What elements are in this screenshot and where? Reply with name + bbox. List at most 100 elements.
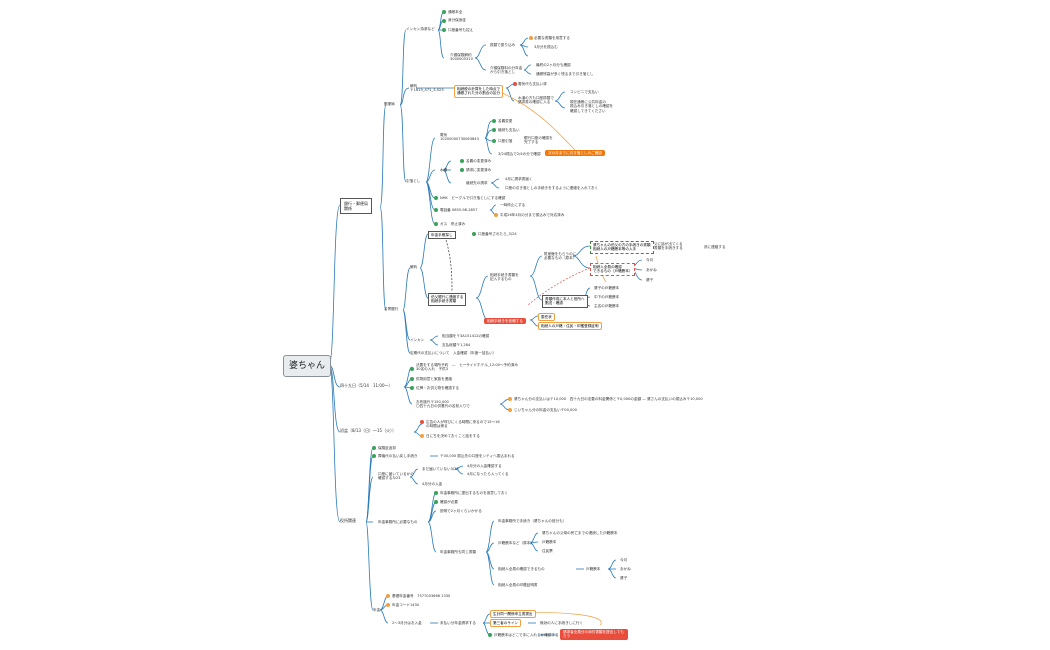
- nenkin-same[interactable]: 年金事務所も同じ書類: [440, 550, 476, 554]
- branch-bank[interactable]: 銀行・郵便局 関係: [340, 198, 372, 214]
- ginko-sub-1[interactable]: コンビニで支払い: [570, 90, 599, 94]
- nenkin-item-2[interactable]: 確認が必要: [440, 500, 458, 504]
- nikai-item-3[interactable]: 戸籍謄本はどこで手に入れるか確認する: [494, 633, 559, 637]
- branch-yakusho[interactable]: 役所関連: [340, 518, 356, 523]
- nenkin-same-label[interactable]: 年金事務所で手続き（婆ちゃんの前分も）: [498, 519, 567, 523]
- ikan-item-2[interactable]: 支払総額〒1,284: [442, 343, 471, 347]
- heir-item-3[interactable]: 婆子: [646, 278, 654, 282]
- family-doc-box[interactable]: 婆ちゃんの伯父の方の手続きの書類 相続人の戸籍謄本等の入手: [590, 241, 654, 254]
- denki-item-4[interactable]: 3/24振込で2/4の分で確認: [498, 152, 541, 156]
- kosei-item-3[interactable]: 主名の戸籍謄本: [594, 304, 620, 308]
- branch-shijuku[interactable]: 四十九日（5/14 11:00〜）: [340, 383, 393, 388]
- shijuku-item-4[interactable]: お布施代〒150,000 〇四十九日の供養代の名前入りで: [416, 400, 470, 409]
- heirs-doc-box[interactable]: 相続人全員の確認 できるもの（戸籍謄本）: [590, 263, 636, 276]
- sozoku-warning[interactable]: 相続手続きを依頼する: [484, 318, 526, 325]
- suido-item-2[interactable]: 請求に変更済み: [466, 168, 492, 172]
- family-doc-sub2[interactable]: 孫に連絡する: [704, 245, 726, 249]
- denki-label[interactable]: 電気 10200000730063843: [440, 133, 479, 142]
- yakusho-item-1[interactable]: 保険証返却: [378, 446, 396, 450]
- suido-sub-1[interactable]: 4月に請求書届く: [505, 177, 533, 181]
- box-oji-bank[interactable]: 伯父銀行に連絡する 相続手続き書類: [428, 293, 467, 306]
- nenkin-number[interactable]: 基礎年金番号 7577003666 1330: [392, 594, 451, 598]
- nikai-sub[interactable]: 無効の人に手続きしに行く: [540, 621, 584, 625]
- kanri-label[interactable]: 口座に届いているかの 確認する3/23: [378, 472, 414, 481]
- nenkin-code[interactable]: 年金コード1430: [392, 603, 420, 607]
- hoken-sub-2[interactable]: 3月分を振込む: [534, 45, 558, 49]
- nikai-label[interactable]: 未払い分年金請求する: [440, 621, 476, 625]
- nikai-item[interactable]: 2〜3月分はお入金: [392, 621, 422, 625]
- ginko-item-1[interactable]: 電気代も支払い済: [518, 82, 547, 86]
- heir-item-2[interactable]: あかね: [646, 268, 657, 272]
- mail-note-box[interactable]: 書類作成に本人と役所へ 郵送・確認: [542, 295, 588, 308]
- koza-item-2[interactable]: 通帳残高が多く残るまで引き落とし: [536, 72, 594, 76]
- inkan-item-2[interactable]: 身分保身証: [448, 18, 466, 22]
- suido-item-3[interactable]: 継続先の請求: [466, 181, 488, 185]
- shijuku-item-5[interactable]: 婆ちゃん分の支払いは〒10,000 四十九日の法要の料金関係と〒0,000の金額…: [514, 397, 703, 401]
- kaiyaku-label[interactable]: 解約: [410, 265, 418, 269]
- ginko-label[interactable]: 解約 〒1619_471_3-523: [410, 84, 444, 93]
- nikai-item-1[interactable]: 生計同一関係申立書提出: [490, 610, 536, 619]
- shijuku-item-3[interactable]: 位牌・お供え物を確認する: [416, 386, 460, 390]
- suido-item-1[interactable]: 名義の変更済み: [466, 159, 492, 163]
- nenkin-item-1[interactable]: 年金事務所に提出するものを用意しておく: [440, 491, 509, 495]
- zokus-item-1[interactable]: 今月: [620, 558, 628, 562]
- denwa-item-1[interactable]: 一時停止にする: [500, 203, 526, 207]
- hatsubon-item-1[interactable]: 広告の人が呼びにくる時間に来るので15〜16の時間は帰る: [426, 420, 500, 429]
- ginko-item-2[interactable]: 水道の方も口座振替で 請求書の確認に入る: [518, 96, 554, 105]
- denki-item-1[interactable]: 名義変更: [498, 119, 513, 123]
- denki-item-3[interactable]: 口座引落: [498, 139, 513, 143]
- kusa-label[interactable]: 名寄銀行: [384, 307, 399, 311]
- kanri-item-2[interactable]: 4月分の入金確認する: [467, 464, 502, 468]
- sozoku-label[interactable]: 相続手続き書類を 記入するもの: [490, 273, 519, 282]
- heir-item-1[interactable]: 今月: [646, 258, 654, 262]
- koseki-item-3[interactable]: 住民票: [542, 549, 553, 553]
- kosei-item-2[interactable]: 中下の戸籍謄本: [594, 295, 620, 299]
- yakusho-item-3[interactable]: 〒00,000 振込先の口座をシティへ振込まれる: [440, 454, 515, 458]
- inkan-item-1[interactable]: 通帳本全: [448, 10, 463, 14]
- denwa-sub-2[interactable]: 平成26年4月の分まで振込みで対応済み: [500, 213, 565, 217]
- suido-sub-2[interactable]: 口座の引き落としの手続きをするように連絡を入れておく: [505, 186, 599, 190]
- zokus-label[interactable]: 相続人全員の確認できるもの: [498, 567, 545, 571]
- family-doc-sub[interactable]: 父に話が出てくる 書類を手続きする: [654, 242, 683, 251]
- koza-item-1[interactable]: 最終の2ヶ月分も確認: [536, 63, 571, 67]
- zokus-type[interactable]: 戸籍謄本: [586, 567, 601, 571]
- suido-label[interactable]: 水道: [440, 168, 448, 172]
- zokus-item-3[interactable]: 婆子: [620, 576, 628, 580]
- kotei-item[interactable]: 定期代の支払いについて 入金確認（年度一括払い）: [410, 351, 497, 355]
- inkan-item-3[interactable]: 口座番号も控え: [448, 28, 474, 32]
- shijuku-item-2[interactable]: 供物用意と家族を連絡: [416, 377, 452, 381]
- ikan-item-1[interactable]: 相当額を〒3A151412の確認: [442, 334, 490, 338]
- nhk-item[interactable]: NHK ビーグルで引き落としにする確認: [440, 196, 506, 200]
- ikan-label[interactable]: インカン: [410, 338, 425, 342]
- shijuku-item-1[interactable]: 法要をする場所予約 — ヒーサイドホテル_12:00〜予約済み 30名の入れ 子…: [416, 363, 518, 372]
- heirs-cert-box[interactable]: 相続人の戸籍・住民・印鑑登録証明: [538, 322, 602, 331]
- hoken-sub-1[interactable]: 必要な書類を用意する: [534, 36, 570, 40]
- koseki-label[interactable]: 戸籍謄本など（原本）: [498, 541, 534, 545]
- denki-item-2[interactable]: 継続も支払い: [498, 128, 520, 132]
- inkan-label[interactable]: インカン持参など: [406, 27, 435, 31]
- hoken-label[interactable]: 介護保険解約 3000005310: [450, 53, 473, 62]
- branch-hatsubon[interactable]: 初盆（8/13（日）〜15（火））: [340, 428, 397, 433]
- kanri-item-1[interactable]: まだ届いていない3/23: [422, 467, 459, 471]
- denki-warning[interactable]: 次の月までに引き落としのご確認: [545, 150, 605, 157]
- root-node[interactable]: 婆ちゃん: [283, 355, 331, 377]
- hoken-item-1[interactable]: 振替で振り込み: [490, 43, 516, 47]
- zoku-last[interactable]: 相続人全員の印鑑証明書: [498, 583, 538, 587]
- utility-label[interactable]: 引落とし: [406, 179, 421, 183]
- ginko-sub-2[interactable]: 現在通帳に公共料金の 振込み引き落としの確認を 確認してきてください: [570, 100, 614, 113]
- denki-sub[interactable]: 銀行口座の確認を 完了する: [524, 136, 553, 145]
- box-nenkin-note[interactable]: 口座番号されたら_3/24: [478, 232, 517, 236]
- kanri-sub[interactable]: 4月分の入金: [422, 482, 443, 486]
- nenkin-needs[interactable]: 年金事務所に必要なもの: [378, 520, 418, 524]
- koza-label[interactable]: 介護保険料の分年金 から引き落とし: [490, 66, 523, 75]
- kanri-item-3[interactable]: 4月になったら入ってくる: [467, 472, 509, 476]
- box-nenkin-search[interactable]: 年金手帳探し: [428, 231, 456, 240]
- nikai-warning[interactable]: 請求者全員分の添付書類を提出してもらう: [560, 629, 628, 640]
- zokus-item-2[interactable]: あかね: [620, 567, 631, 571]
- post-label[interactable]: 郵便局: [384, 102, 395, 106]
- yakusho-item-2[interactable]: 葬儀代の払い戻し手続き: [378, 454, 418, 458]
- hatsubon-item-2[interactable]: 日にちを決めておくこと話をする: [426, 434, 480, 438]
- ginko-note[interactable]: 相続税の計算をした時点で 通帳された分の割合の区分: [454, 85, 504, 98]
- denwa-label[interactable]: 電話番 0855-98-2857: [440, 208, 478, 212]
- koseki-item-2[interactable]: 戸籍謄本: [542, 540, 557, 544]
